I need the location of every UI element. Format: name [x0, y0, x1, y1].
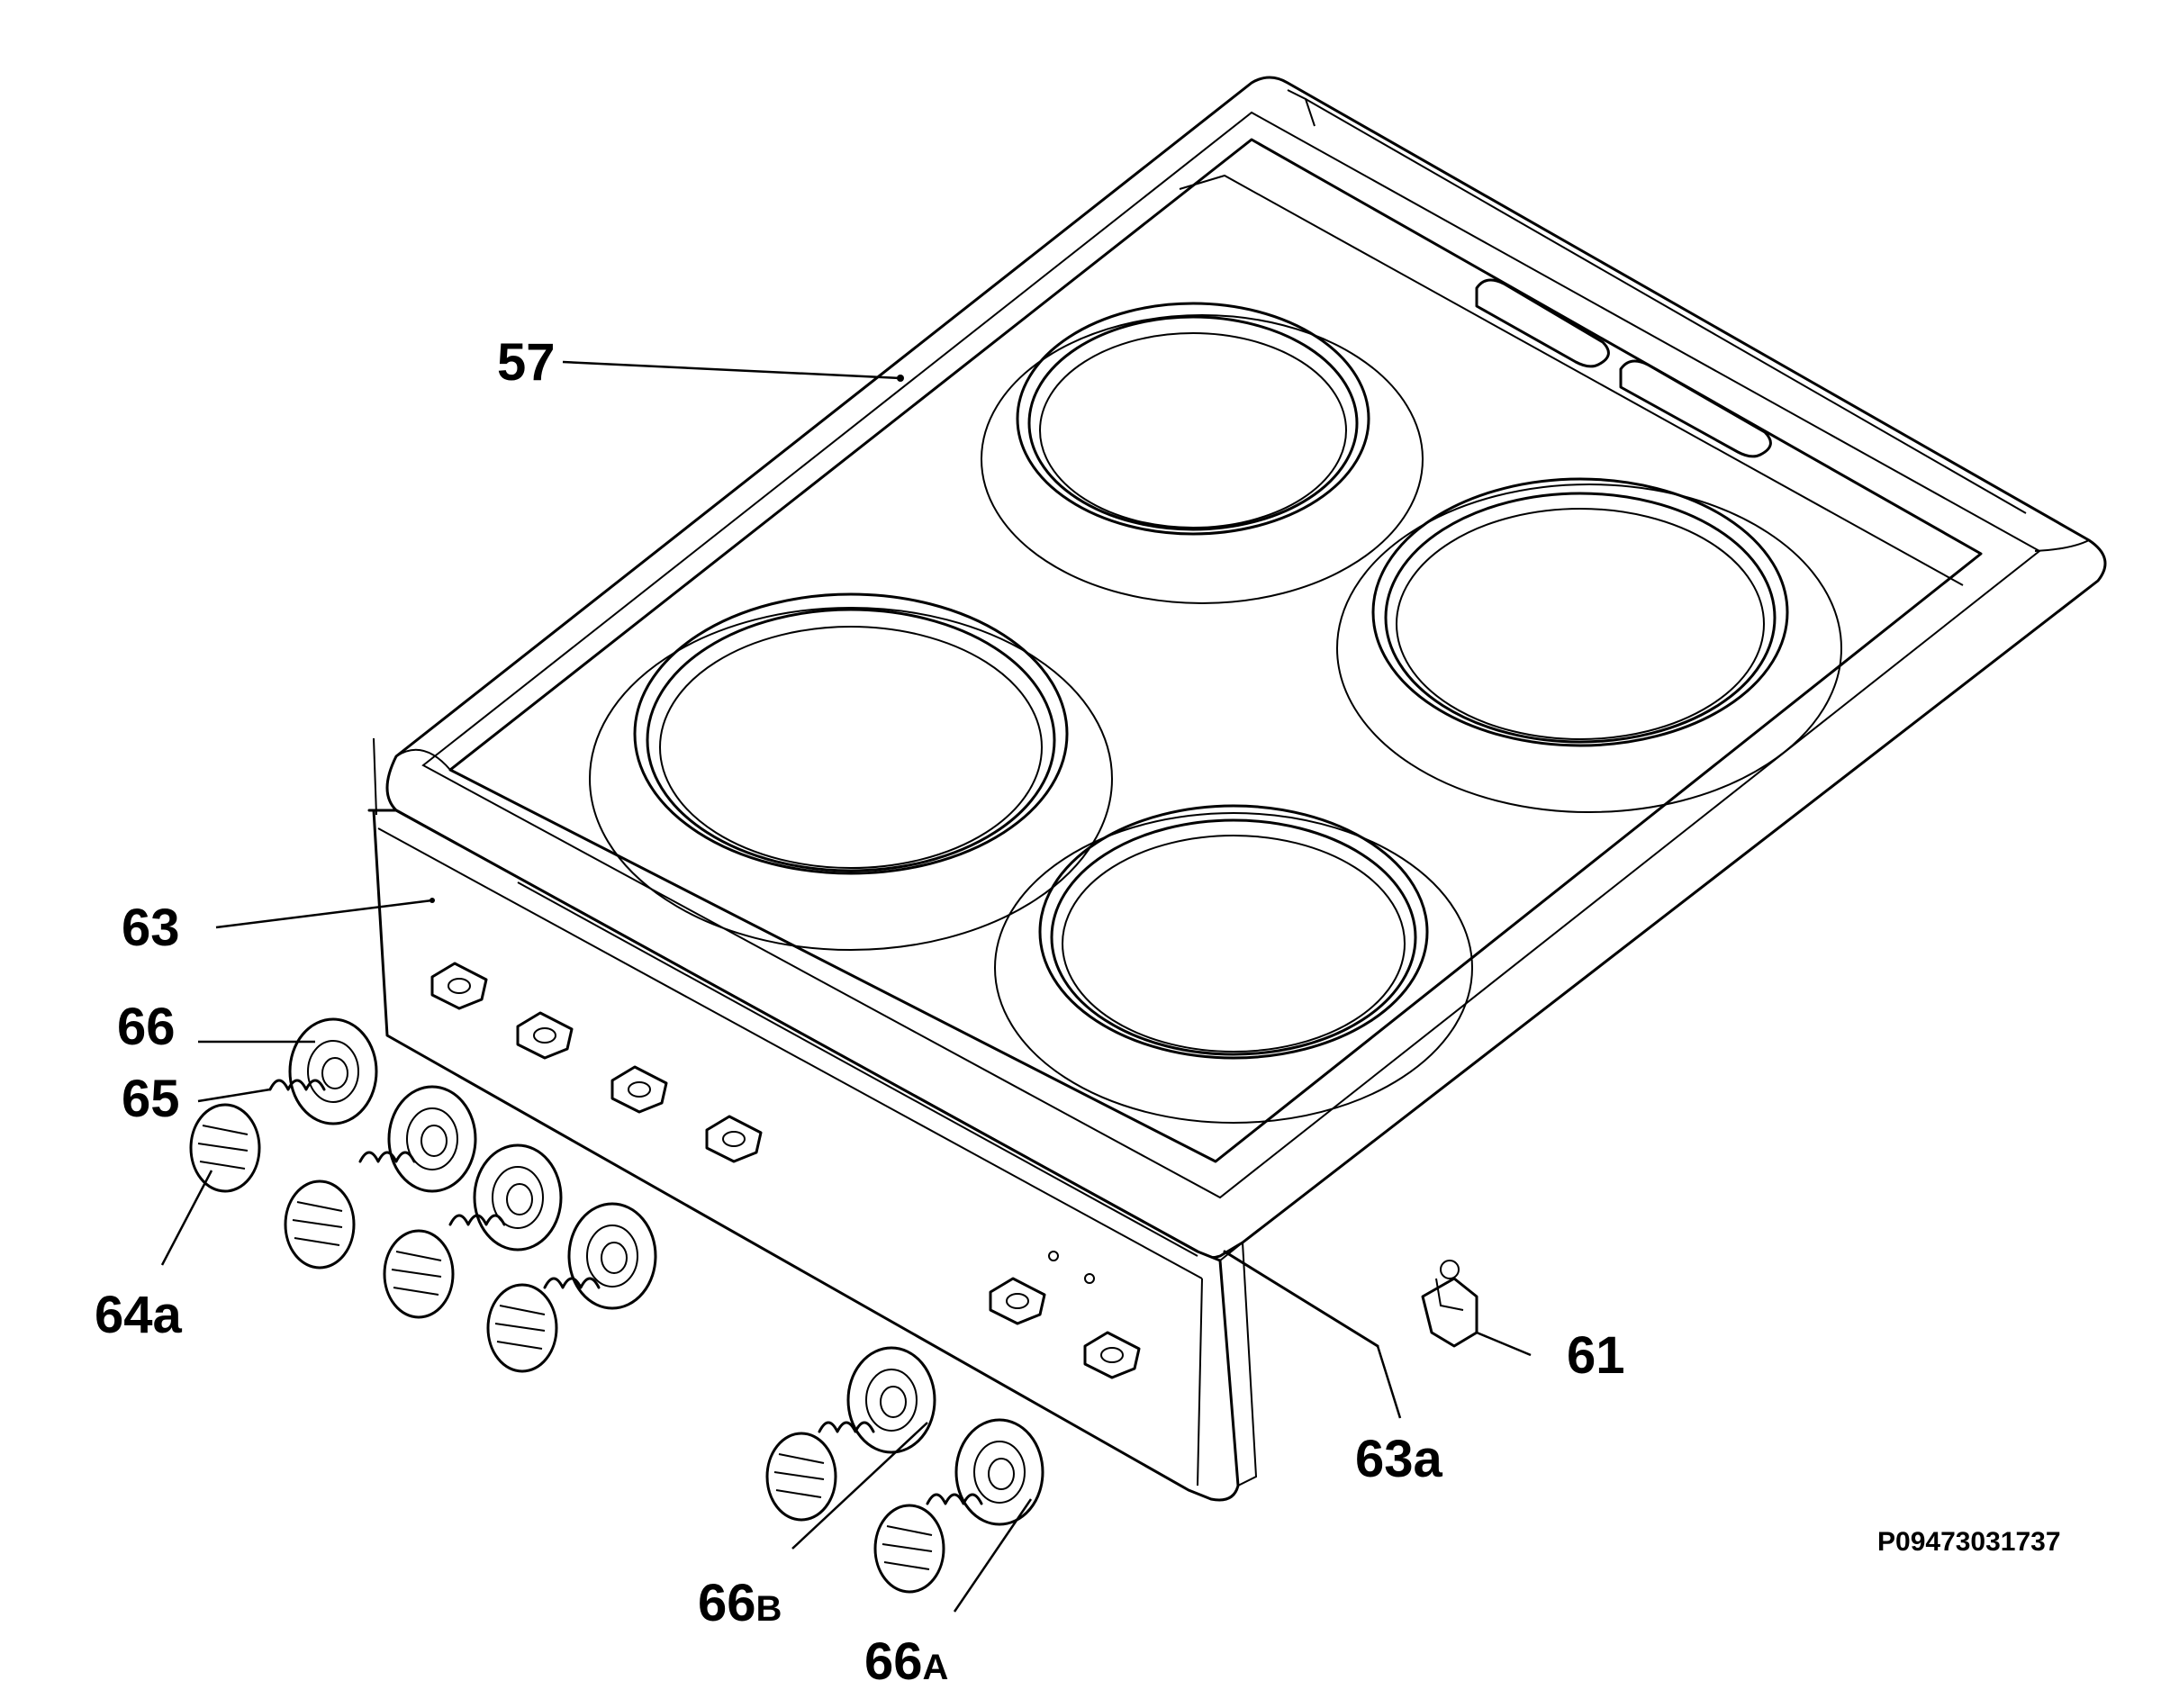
- spring: [926, 1493, 983, 1505]
- label-61: 61: [1567, 1326, 1625, 1385]
- panel-wire: [1223, 1250, 1379, 1348]
- knob: [765, 1432, 837, 1522]
- bezel: [954, 1418, 1044, 1526]
- label-63: 63: [122, 899, 180, 957]
- label-64a: 64a: [95, 1286, 183, 1344]
- drawing-code: P09473031737: [1877, 1527, 2061, 1557]
- bezel: [473, 1143, 563, 1252]
- knob: [189, 1103, 261, 1193]
- leader-lines: [160, 360, 1532, 1613]
- knob: [873, 1504, 945, 1594]
- control-panel: [367, 737, 1258, 1502]
- spring: [448, 1214, 506, 1226]
- bezel: [387, 1085, 477, 1193]
- hotplate-front-left: [589, 592, 1113, 951]
- bezel: [288, 1017, 378, 1125]
- label-66: 66: [117, 998, 176, 1056]
- spring: [818, 1421, 875, 1433]
- spring: [268, 1079, 326, 1091]
- knob: [383, 1229, 455, 1319]
- vent-slot: [1475, 278, 1610, 368]
- hob-top-assembly: [385, 76, 2107, 1260]
- spring: [543, 1277, 601, 1289]
- bezel: [846, 1346, 936, 1454]
- label-63a: 63a: [1355, 1430, 1443, 1488]
- hotplate-front-right: [994, 804, 1473, 1124]
- bezel: [567, 1202, 657, 1310]
- part-labels: 57 63 66 65 64a 61 63a 66B 66A P09473031…: [95, 333, 2061, 1691]
- label-65: 65: [122, 1070, 180, 1128]
- panel-switch-holes: [430, 962, 1141, 1379]
- knob-group-left: [189, 1017, 657, 1373]
- vent-slot: [1619, 359, 1772, 458]
- hotplate-back-left: [981, 302, 1424, 604]
- label-66b: 66B: [698, 1574, 782, 1632]
- knob-group-right: [765, 1346, 1044, 1594]
- spring: [358, 1151, 416, 1163]
- knob: [486, 1283, 558, 1373]
- hotplate-back-right: [1336, 477, 1842, 813]
- label-66a: 66A: [864, 1632, 948, 1691]
- knob: [284, 1179, 356, 1270]
- label-57: 57: [497, 333, 556, 392]
- clip-part: [1421, 1260, 1478, 1348]
